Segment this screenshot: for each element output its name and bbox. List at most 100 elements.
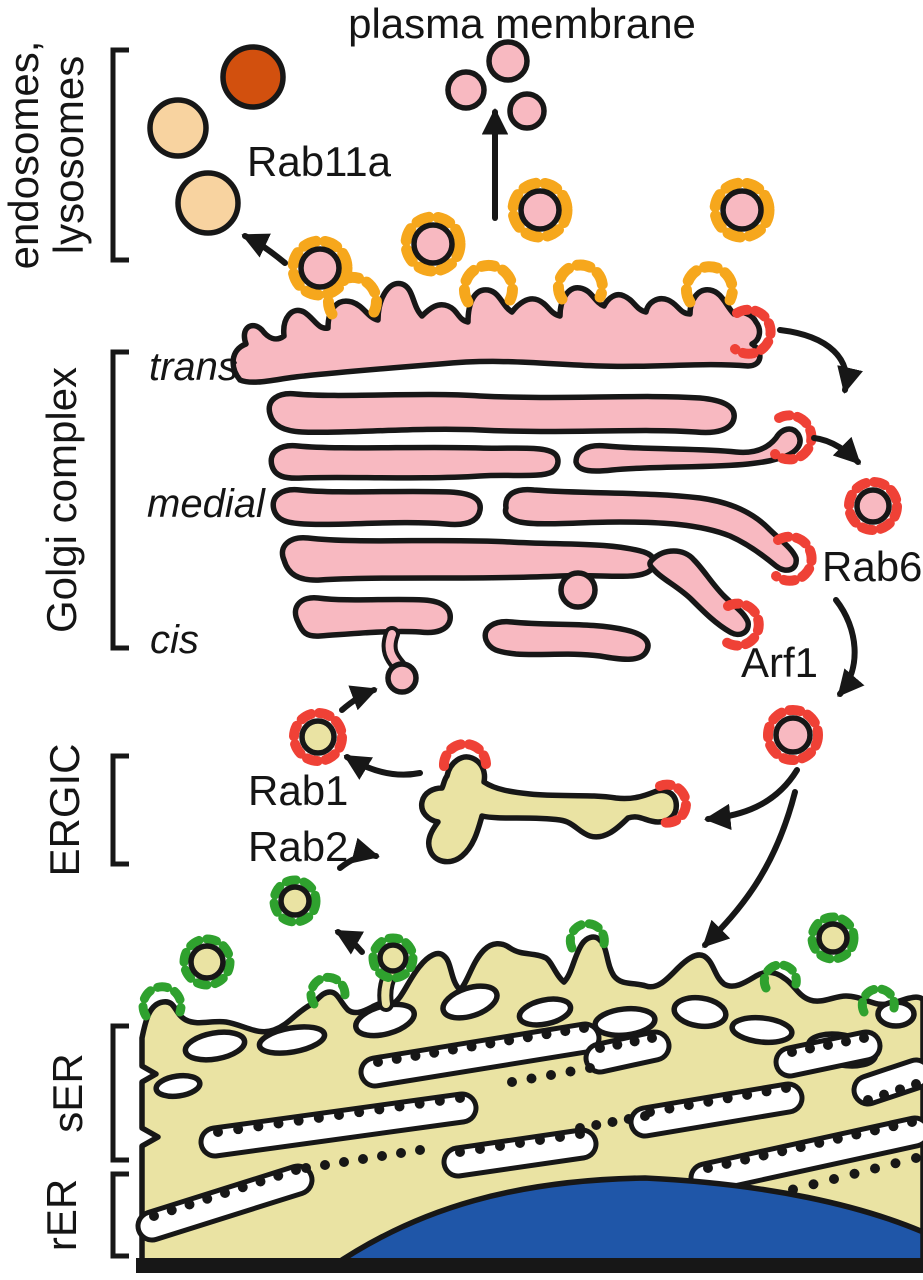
ribosome-dot xyxy=(703,1163,713,1173)
ribosome-dot xyxy=(410,1050,421,1061)
ribosome-dot xyxy=(781,1083,791,1093)
ribosome-dot xyxy=(475,1144,485,1154)
clathrin-vesicle xyxy=(709,177,775,243)
copi-coat-icon xyxy=(730,304,776,359)
er-hole xyxy=(256,1024,328,1056)
label-golgi-complex: Golgi complex xyxy=(38,367,85,633)
ribosome-dot xyxy=(301,1163,311,1173)
ribosome-dot xyxy=(870,1163,880,1174)
ribosome-dots xyxy=(149,1023,921,1221)
clathrin-coat-icon xyxy=(322,271,382,320)
copi-vesicle xyxy=(289,708,347,766)
ribosome-dot xyxy=(829,1174,839,1184)
copii-coat-icon xyxy=(759,960,801,993)
ribosome-dot xyxy=(795,1142,806,1153)
ribosome-dot xyxy=(334,1110,344,1120)
ribosome-dot xyxy=(863,1095,873,1105)
ribosome-dot xyxy=(515,1138,525,1148)
ribosome-dot xyxy=(777,1146,788,1157)
ribosome-dot xyxy=(373,1057,383,1067)
ribosome-dot xyxy=(740,1154,751,1165)
copi-vesicle xyxy=(844,477,902,535)
copii-coat-icon xyxy=(306,972,350,1009)
ribosome-dot xyxy=(742,1089,753,1100)
ribosome-dot xyxy=(434,1095,445,1106)
ribosome-dot xyxy=(560,1026,571,1037)
ribosome-dot xyxy=(485,1038,496,1049)
ribosome-dot xyxy=(758,1150,769,1161)
ribosome-dot xyxy=(722,1093,733,1104)
endoplasmic-reticulum xyxy=(135,919,923,1273)
ribosome-dot xyxy=(396,1148,406,1158)
ribosome-dot xyxy=(293,1115,304,1126)
ribosome-dot xyxy=(623,1114,634,1124)
bracket-ergic xyxy=(110,753,129,867)
ribosome-dot xyxy=(787,1047,797,1057)
ribosome-dot xyxy=(522,1032,533,1043)
ribosome-dot xyxy=(575,1123,585,1133)
ribosome-dot xyxy=(823,1040,833,1050)
bracket-ser xyxy=(110,1023,129,1163)
ribosome-dot xyxy=(911,1153,921,1163)
ribosome-dot xyxy=(313,1112,324,1123)
copii-vesicle xyxy=(269,875,321,927)
arrow-er-to-copii-vesicle xyxy=(334,929,365,955)
ribosome-dot xyxy=(358,1154,368,1164)
transport-arrows xyxy=(241,108,865,955)
ribosome-dot xyxy=(414,1098,425,1109)
ribosome-dot xyxy=(555,1132,565,1142)
ribosome-dot xyxy=(429,1047,440,1058)
label-rab2: Rab2 xyxy=(248,823,348,870)
label-rab1: Rab1 xyxy=(248,767,348,814)
copi-coat-icon xyxy=(770,410,817,465)
ribosome-dot xyxy=(721,1158,732,1169)
clathrin-coat-icon xyxy=(552,259,608,305)
clathrin-coat-icon xyxy=(458,259,518,308)
clathrin-vesicle xyxy=(287,235,353,301)
bracket-endosomes xyxy=(110,47,129,263)
ribosome-dot xyxy=(202,1193,213,1204)
er-exit-stalk xyxy=(368,933,418,1012)
er-hole xyxy=(671,994,729,1030)
ribosome-dot xyxy=(541,1029,552,1040)
cis-golgi-hook xyxy=(381,626,419,695)
ribosome-dot xyxy=(237,1182,248,1193)
secretory-vesicle xyxy=(486,39,530,83)
ribosome-dot xyxy=(859,1033,869,1043)
golgi-cisterna xyxy=(502,486,799,573)
golgi-cisterna xyxy=(266,390,737,436)
label-rer: rER xyxy=(38,1179,85,1251)
cell-bottom-border xyxy=(136,1258,923,1273)
clathrin-coat-icon xyxy=(680,261,738,308)
ribosome-dot xyxy=(911,1079,921,1089)
ribosome-dot xyxy=(683,1100,694,1111)
ribosome-dot xyxy=(374,1104,385,1115)
er-hole xyxy=(440,983,500,1021)
ribosome-dot xyxy=(455,1147,465,1157)
ribosome-dot xyxy=(149,1211,159,1221)
label-ergic: ERGIC xyxy=(41,743,88,876)
copii-buds-on-er xyxy=(138,919,899,1021)
endosome xyxy=(175,170,241,236)
lysosome xyxy=(220,44,286,110)
ribosome-dot xyxy=(253,1121,264,1132)
copii-coat-icon xyxy=(565,919,609,953)
ribosome-dot xyxy=(591,1120,602,1130)
rer-cisternal-channels xyxy=(135,1021,923,1243)
arrow-ergic-to-vesicle xyxy=(343,754,423,780)
ribosome-dot xyxy=(895,1084,905,1095)
ribosome-dot xyxy=(233,1124,244,1135)
bracket-rer xyxy=(110,1171,129,1259)
ribosome-dot xyxy=(273,1170,284,1181)
label-lysosomes: lysosomes xyxy=(45,56,92,254)
ribosome-dot xyxy=(832,1133,843,1144)
arrow-to-er xyxy=(702,789,798,948)
copii-vesicle xyxy=(807,912,859,964)
label-trans: trans xyxy=(149,345,238,389)
ribosome-dot xyxy=(585,1063,595,1073)
ribosome-dot xyxy=(814,1137,825,1148)
ribosome-dot xyxy=(535,1135,545,1145)
ribosome-dot xyxy=(495,1141,505,1151)
